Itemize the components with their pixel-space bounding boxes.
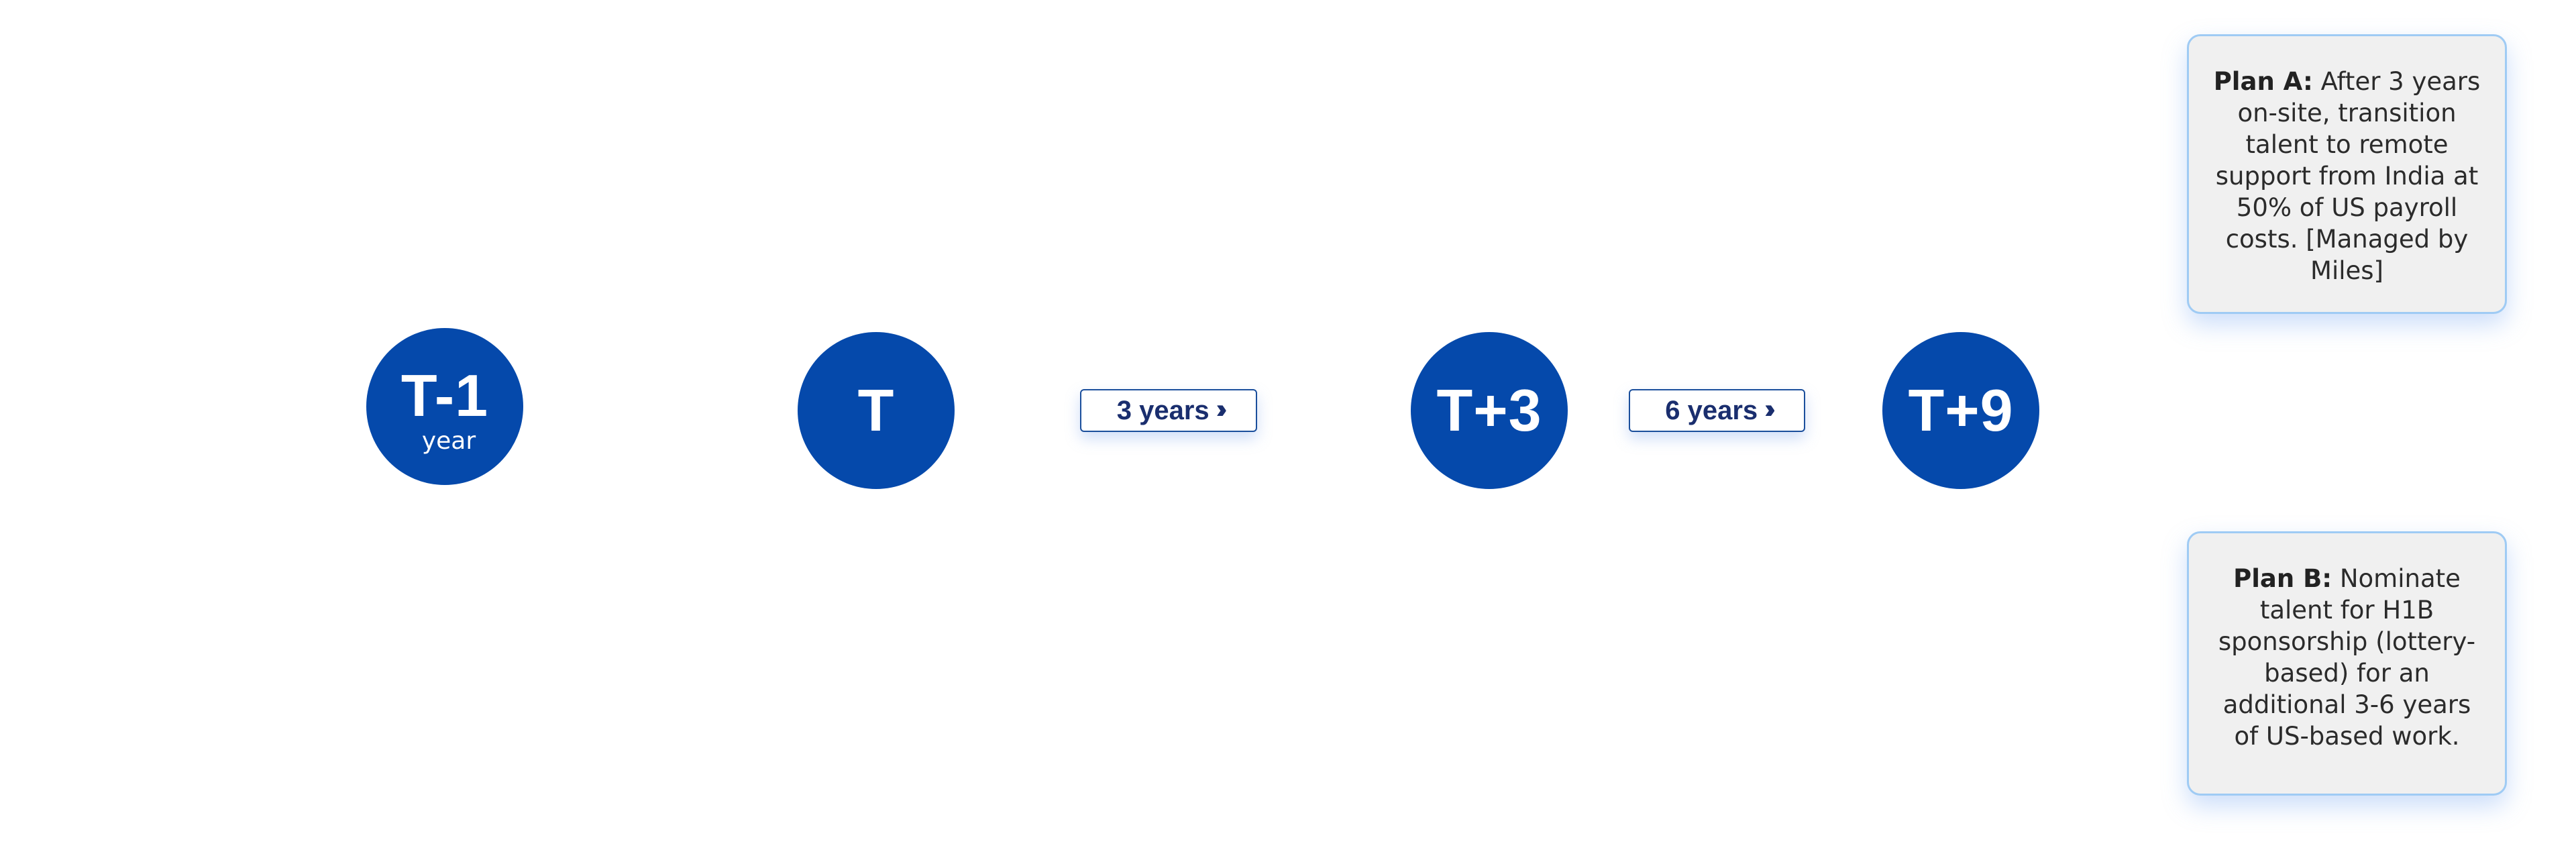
milestone-t-plus-9: T+9	[1882, 332, 2039, 489]
milestone-t-plus-3: T+3	[1411, 332, 1568, 489]
duration-label: 6 years	[1665, 395, 1758, 425]
milestone-t: T	[798, 332, 955, 489]
milestone-label: T+9	[1908, 377, 2014, 443]
duration-3-years: 3 years ››	[1080, 389, 1257, 432]
plan-a-title: Plan A:	[2213, 67, 2313, 96]
double-chevron-right-icon: ››	[1764, 394, 1775, 424]
plan-b-title: Plan B:	[2233, 564, 2332, 593]
plan-a-text: After 3 years on-site, transition talent…	[2215, 67, 2481, 285]
duration-label: 3 years	[1116, 395, 1210, 425]
milestone-label: T+3	[1436, 377, 1542, 443]
plan-b-card: Plan B: Nominate talent for H1B sponsors…	[2187, 531, 2507, 796]
plan-a-card: Plan A: After 3 years on-site, transitio…	[2187, 34, 2507, 314]
plan-b-text: Nominate talent for H1B sponsorship (lot…	[2218, 564, 2476, 751]
double-chevron-right-icon: ››	[1216, 394, 1227, 424]
milestone-sublabel: year	[421, 427, 476, 455]
duration-6-years: 6 years ››	[1629, 389, 1805, 432]
milestone-t-minus-1: T-1 year	[366, 328, 523, 485]
milestone-label: T-1	[400, 362, 489, 429]
milestone-label: T	[857, 377, 895, 443]
